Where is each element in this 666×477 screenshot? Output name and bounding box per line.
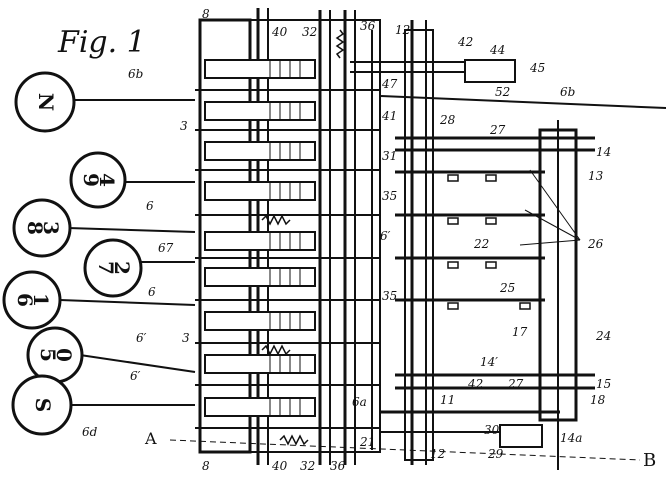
ref-label: 12: [395, 23, 410, 37]
key-s[interactable]: S: [11, 374, 73, 436]
lever-rods: [59, 95, 666, 406]
ref-label: 17: [512, 325, 528, 339]
ref-label: 32: [302, 25, 317, 39]
ref-label: 45: [529, 61, 545, 75]
ref-label: 41: [381, 109, 397, 123]
ref-label: 27: [489, 123, 506, 137]
ref-label: 42: [467, 377, 483, 391]
ref-label: 6a: [352, 395, 367, 409]
key-n[interactable]: N: [14, 71, 76, 133]
carriage-frame: [350, 20, 595, 470]
ref-label: 22: [473, 237, 489, 251]
ref-label: 35: [382, 289, 397, 303]
ref-label: 42: [457, 35, 473, 49]
key-6-1-bottom: 1: [29, 293, 53, 307]
ref-label: 12: [430, 447, 445, 461]
ref-label: 8: [202, 7, 210, 21]
ref-label: 3: [182, 331, 190, 345]
key-5-0-bottom: 0: [52, 348, 76, 362]
ref-label: 47: [381, 77, 398, 91]
ref-label: 24: [595, 329, 611, 343]
ref-label: 18: [590, 393, 606, 407]
ref-label: 36: [360, 19, 376, 33]
ref-label: 40: [271, 459, 288, 473]
ref-label: 30: [484, 423, 500, 437]
counter-rows: [195, 29, 380, 446]
key-7-2-bottom: 2: [110, 261, 134, 275]
ref-label: 6d: [82, 425, 98, 439]
key-7-2-top: 7: [94, 261, 118, 275]
ref-label: 28: [439, 113, 456, 127]
key-5-0-top: 5: [36, 348, 60, 362]
ref-label: 35: [382, 189, 397, 203]
ref-label: 44: [489, 43, 505, 57]
figure-title: Fig. 1: [57, 25, 146, 60]
ref-label: 6: [146, 199, 154, 213]
key-9-4[interactable]: 9 4: [69, 151, 127, 209]
key-6-1-top: 6: [13, 293, 37, 307]
ref-label: 25: [499, 281, 515, 295]
ref-label: 8: [202, 459, 210, 473]
key-9-4-bottom: 4: [95, 173, 119, 187]
ref-label: 52: [495, 85, 510, 99]
section-mark-b: B: [643, 450, 656, 471]
ref-label: 14: [596, 145, 611, 159]
key-n-label: N: [34, 93, 58, 111]
key-6-1[interactable]: 6 1: [2, 270, 62, 330]
ref-label: 6b: [128, 67, 143, 81]
ref-label: 13: [588, 169, 604, 183]
ref-label: 14′: [480, 355, 498, 369]
ref-label: 6′: [130, 369, 141, 383]
ref-label: 40: [271, 25, 288, 39]
ref-label: 21: [359, 435, 375, 449]
ref-label: 26: [587, 237, 604, 251]
ref-label: 36: [330, 459, 346, 473]
ref-label: 14a: [560, 431, 582, 445]
ref-label: 31: [382, 149, 397, 163]
reference-numerals: 8 40 32 36 12 42 44 45 52 6b 47 41 28 27…: [82, 7, 611, 473]
key-9-4-top: 9: [79, 173, 103, 187]
ref-label: 32: [300, 459, 315, 473]
section-mark-a: A: [144, 429, 157, 448]
key-8-3-top: 8: [23, 221, 47, 235]
ref-label: 6′: [380, 229, 391, 243]
ref-label: 6: [148, 285, 156, 299]
ref-label: 6b: [560, 85, 575, 99]
ref-label: 29: [487, 447, 504, 461]
ref-label: 67: [158, 241, 174, 255]
section-line-a-b: A B: [144, 429, 656, 471]
key-5-0[interactable]: 5 0: [26, 326, 84, 384]
ref-label: 15: [596, 377, 611, 391]
key-8-3-bottom: 3: [39, 221, 63, 235]
key-8-3[interactable]: 8 3: [12, 198, 72, 258]
key-s-label: S: [31, 398, 55, 412]
ref-label: 3: [180, 119, 188, 133]
key-7-2[interactable]: 7 2: [83, 238, 143, 298]
ref-label: 27: [507, 377, 524, 391]
ref-label: 6′: [136, 331, 147, 345]
ref-label: 11: [440, 393, 455, 407]
